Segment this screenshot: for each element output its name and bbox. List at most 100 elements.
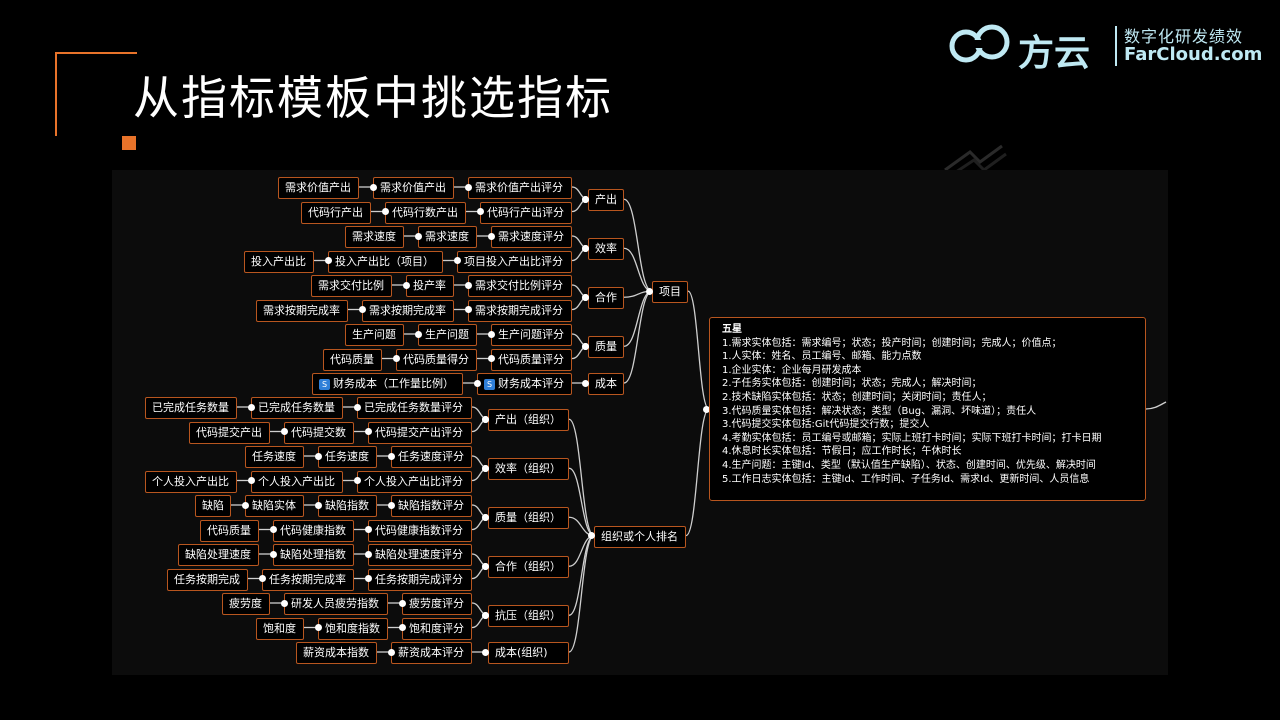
metric-node[interactable]: 代码提交数: [284, 421, 354, 444]
metric-node[interactable]: 需求速度评分: [491, 226, 572, 248]
category-node[interactable]: 质量（组织）: [488, 507, 569, 530]
category-node[interactable]: 产出: [588, 189, 624, 212]
metric-node[interactable]: 代码质量: [200, 519, 259, 542]
metric-node[interactable]: 薪资成本评分: [391, 642, 472, 664]
metric-node[interactable]: 个人投入产出比评分: [357, 470, 472, 493]
category-node[interactable]: 质量: [588, 336, 624, 359]
metric-node[interactable]: 代码行产出: [301, 201, 371, 224]
node-label: 成本: [595, 377, 617, 390]
connector-dot: [247, 477, 255, 484]
metric-node[interactable]: 疲劳度: [222, 593, 270, 615]
metric-node[interactable]: 薪资成本指数: [296, 642, 377, 664]
metric-node[interactable]: 需求价值产出: [278, 177, 359, 199]
metric-node[interactable]: 需求按期完成率: [362, 299, 454, 322]
node-label: 已完成任务数量: [258, 401, 335, 414]
metric-node[interactable]: 代码行产出评分: [480, 201, 572, 224]
metric-node[interactable]: 缺陷处理速度评分: [368, 544, 472, 566]
category-node[interactable]: 效率（组织）: [488, 458, 569, 481]
metric-node[interactable]: 缺陷指数: [318, 495, 377, 517]
branch-root-node[interactable]: 项目: [652, 281, 688, 304]
metric-node[interactable]: 代码质量: [323, 348, 382, 371]
connector-stub: [1145, 401, 1167, 410]
metric-node[interactable]: 投入产出比（项目）: [328, 250, 443, 273]
node-label: 缺陷指数评分: [398, 499, 464, 512]
connector-dot: [476, 208, 484, 215]
connector-dot: [269, 550, 277, 558]
node-label: 投入产出比（项目）: [335, 254, 434, 268]
metric-node[interactable]: 生产问题: [418, 324, 477, 346]
metric-node[interactable]: 需求按期完成率: [256, 299, 348, 322]
metric-node[interactable]: 代码质量得分: [396, 348, 477, 371]
connector-dot: [487, 355, 495, 362]
node-label: 代码质量评分: [498, 352, 564, 366]
metric-node[interactable]: 已完成任务数量: [145, 397, 237, 419]
metric-node[interactable]: 已完成任务数量: [251, 397, 343, 419]
metric-node[interactable]: 饱和度评分: [402, 617, 472, 640]
metric-node[interactable]: 个人投入产出比: [251, 470, 343, 493]
metric-node[interactable]: 任务按期完成率: [262, 568, 354, 591]
metric-node[interactable]: 代码提交产出: [189, 421, 270, 444]
metric-node[interactable]: 代码健康指数: [273, 519, 354, 542]
branch-root-node[interactable]: 组织或个人排名: [594, 525, 686, 548]
metric-node[interactable]: 投入产出比: [244, 250, 314, 273]
metric-node[interactable]: 需求价值产出: [373, 177, 454, 199]
metric-node[interactable]: 疲劳度评分: [402, 593, 472, 615]
metric-node[interactable]: 生产问题评分: [491, 324, 572, 346]
metric-node[interactable]: 需求按期完成评分: [468, 299, 572, 322]
connector-dot: [481, 562, 489, 570]
metric-node[interactable]: 缺陷处理指数: [273, 544, 354, 566]
node-label: 代码质量得分: [403, 352, 469, 366]
metric-node[interactable]: 任务按期完成: [167, 568, 248, 591]
metric-node[interactable]: 投产率: [406, 275, 454, 297]
category-node[interactable]: 效率: [588, 238, 624, 261]
metric-node[interactable]: 代码行数产出: [385, 201, 466, 224]
node-label: 效率（组织）: [495, 462, 561, 476]
node-label: 任务速度: [252, 450, 296, 463]
metric-node[interactable]: 需求交付比例评分: [468, 275, 572, 297]
node-label: 需求速度评分: [498, 230, 564, 243]
connector-curve: [687, 290, 710, 410]
metric-node[interactable]: 缺陷处理速度: [178, 544, 259, 566]
node-label: 缺陷指数: [325, 499, 369, 512]
metric-node[interactable]: 个人投入产出比: [145, 470, 237, 493]
metric-node[interactable]: 饱和度: [256, 617, 304, 640]
category-node[interactable]: 合作（组织）: [488, 556, 569, 579]
category-node[interactable]: 抗压（组织）: [488, 605, 569, 628]
metric-node[interactable]: 生产问题: [345, 324, 404, 346]
category-node[interactable]: 成本(组织): [488, 642, 569, 664]
connector-dot: [364, 526, 372, 533]
metric-node[interactable]: 需求交付比例: [311, 275, 392, 297]
connector-dot: [473, 379, 481, 387]
metric-node[interactable]: 任务按期完成评分: [368, 568, 472, 591]
metric-node[interactable]: 需求价值产出评分: [468, 177, 572, 199]
category-node[interactable]: 合作: [588, 287, 624, 310]
connector-dot: [280, 428, 288, 435]
metric-node[interactable]: 任务速度评分: [391, 446, 472, 468]
metric-node[interactable]: 饱和度指数: [318, 617, 388, 640]
connector-curve: [568, 534, 595, 616]
connector-dot: [381, 208, 389, 215]
connector-dot: [398, 624, 406, 631]
category-node[interactable]: 产出（组织）: [488, 409, 569, 432]
metric-node[interactable]: 任务速度: [245, 446, 304, 468]
metric-node[interactable]: 研发人员疲劳指数: [284, 593, 388, 615]
connector-dot: [481, 464, 489, 472]
node-label: 投产率: [413, 279, 446, 292]
metric-node[interactable]: 任务速度: [318, 446, 377, 468]
metric-node[interactable]: 缺陷指数评分: [391, 495, 472, 517]
metric-node[interactable]: 项目投入产出比评分: [457, 250, 572, 273]
metric-node[interactable]: 代码健康指数评分: [368, 519, 472, 542]
metric-node[interactable]: 缺陷: [195, 495, 231, 517]
connector-dot: [414, 330, 422, 338]
metric-node[interactable]: 代码质量评分: [491, 348, 572, 371]
node-label: 任务速度: [325, 450, 369, 463]
metric-node[interactable]: 已完成任务数量评分: [357, 397, 472, 419]
metric-node[interactable]: 需求速度: [418, 226, 477, 248]
metric-node[interactable]: 代码提交产出评分: [368, 421, 472, 444]
metric-node[interactable]: 需求速度: [345, 226, 404, 248]
category-node[interactable]: 成本: [588, 373, 624, 395]
node-label: 合作: [595, 291, 617, 305]
metric-node[interactable]: 缺陷实体: [245, 495, 304, 517]
